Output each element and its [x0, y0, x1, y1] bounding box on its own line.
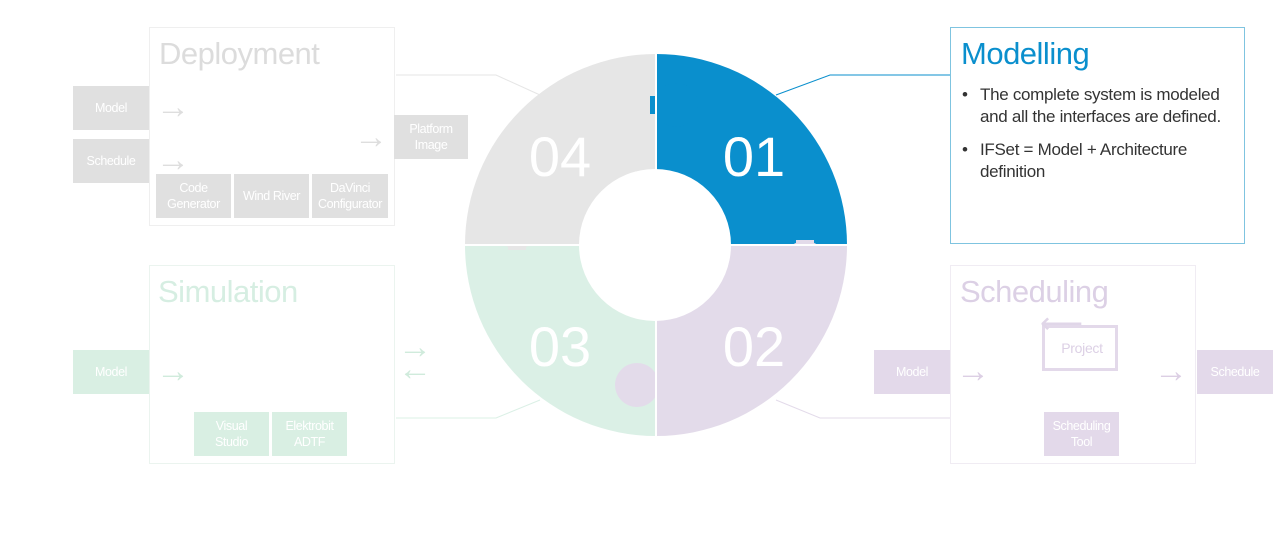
scheduling-project-label: Project	[1061, 340, 1103, 356]
right-arrow-icon: →	[956, 352, 990, 390]
puzzle-tab-01-04	[654, 83, 698, 127]
modelling-bullet-1: The complete system is modeled and all t…	[962, 84, 1237, 128]
modelling-bullet-list: The complete system is modeled and all t…	[962, 84, 1237, 194]
right-arrow-icon: →	[156, 88, 190, 126]
bidirectional-arrows-icon: →←	[398, 328, 432, 388]
right-arrow-icon: →	[156, 352, 190, 390]
puzzle-number-04: 04	[529, 125, 591, 188]
puzzle-number-02: 02	[723, 315, 785, 378]
puzzle-tab-02-01-neck	[796, 240, 814, 256]
right-arrow-icon: →	[156, 141, 190, 179]
modelling-panel[interactable]	[950, 27, 1245, 244]
scheduling-tool[interactable]: Scheduling Tool	[1044, 412, 1119, 456]
puzzle-tab-02-01	[783, 241, 827, 285]
connector-deployment	[396, 74, 541, 96]
connector-simulation	[396, 399, 541, 419]
modelling-title: Modelling	[961, 36, 1090, 71]
right-arrow-icon: →	[354, 118, 388, 156]
simulation-tool-elektrobit-adtf[interactable]: Elektrobit ADTF	[272, 412, 347, 456]
deployment-tool-wind-river[interactable]: Wind River	[234, 174, 309, 218]
loop-arrow-icon: ⟵	[1040, 307, 1084, 340]
connector-modelling	[775, 74, 950, 96]
puzzle-tab-01-04-neck	[650, 96, 666, 114]
scheduling-title: Scheduling	[960, 274, 1109, 309]
simulation-input-model[interactable]: Model	[73, 350, 149, 394]
scheduling-input-model[interactable]: Model	[874, 350, 950, 394]
deployment-tool-davinci-configurator[interactable]: DaVinci Configurator	[312, 174, 388, 218]
puzzle-center-hole	[579, 169, 731, 321]
simulation-tool-visual-studio[interactable]: Visual Studio	[194, 412, 269, 456]
puzzle-tab-03-02-neck	[646, 376, 662, 394]
puzzle-number-03: 03	[529, 315, 591, 378]
scheduling-project-box[interactable]	[1042, 325, 1118, 371]
puzzle-tab-04-03-neck	[508, 234, 526, 250]
puzzle-number-01: 01	[723, 125, 785, 188]
connector-scheduling	[775, 399, 950, 419]
puzzle-tab-03-02	[615, 363, 659, 407]
right-arrow-icon: →	[1154, 352, 1188, 390]
puzzle-tab-04-03	[495, 205, 539, 249]
deployment-output-platform-image[interactable]: Platform Image	[394, 115, 468, 159]
deployment-input-model[interactable]: Model	[73, 86, 149, 130]
modelling-bullet-2: IFSet = Model + Architecture definition	[962, 139, 1237, 183]
scheduling-output-schedule[interactable]: Schedule	[1197, 350, 1273, 394]
deployment-tool-code-generator[interactable]: Code Generator	[156, 174, 231, 218]
simulation-title: Simulation	[158, 274, 298, 309]
deployment-input-schedule[interactable]: Schedule	[73, 139, 149, 183]
deployment-title: Deployment	[159, 36, 320, 71]
